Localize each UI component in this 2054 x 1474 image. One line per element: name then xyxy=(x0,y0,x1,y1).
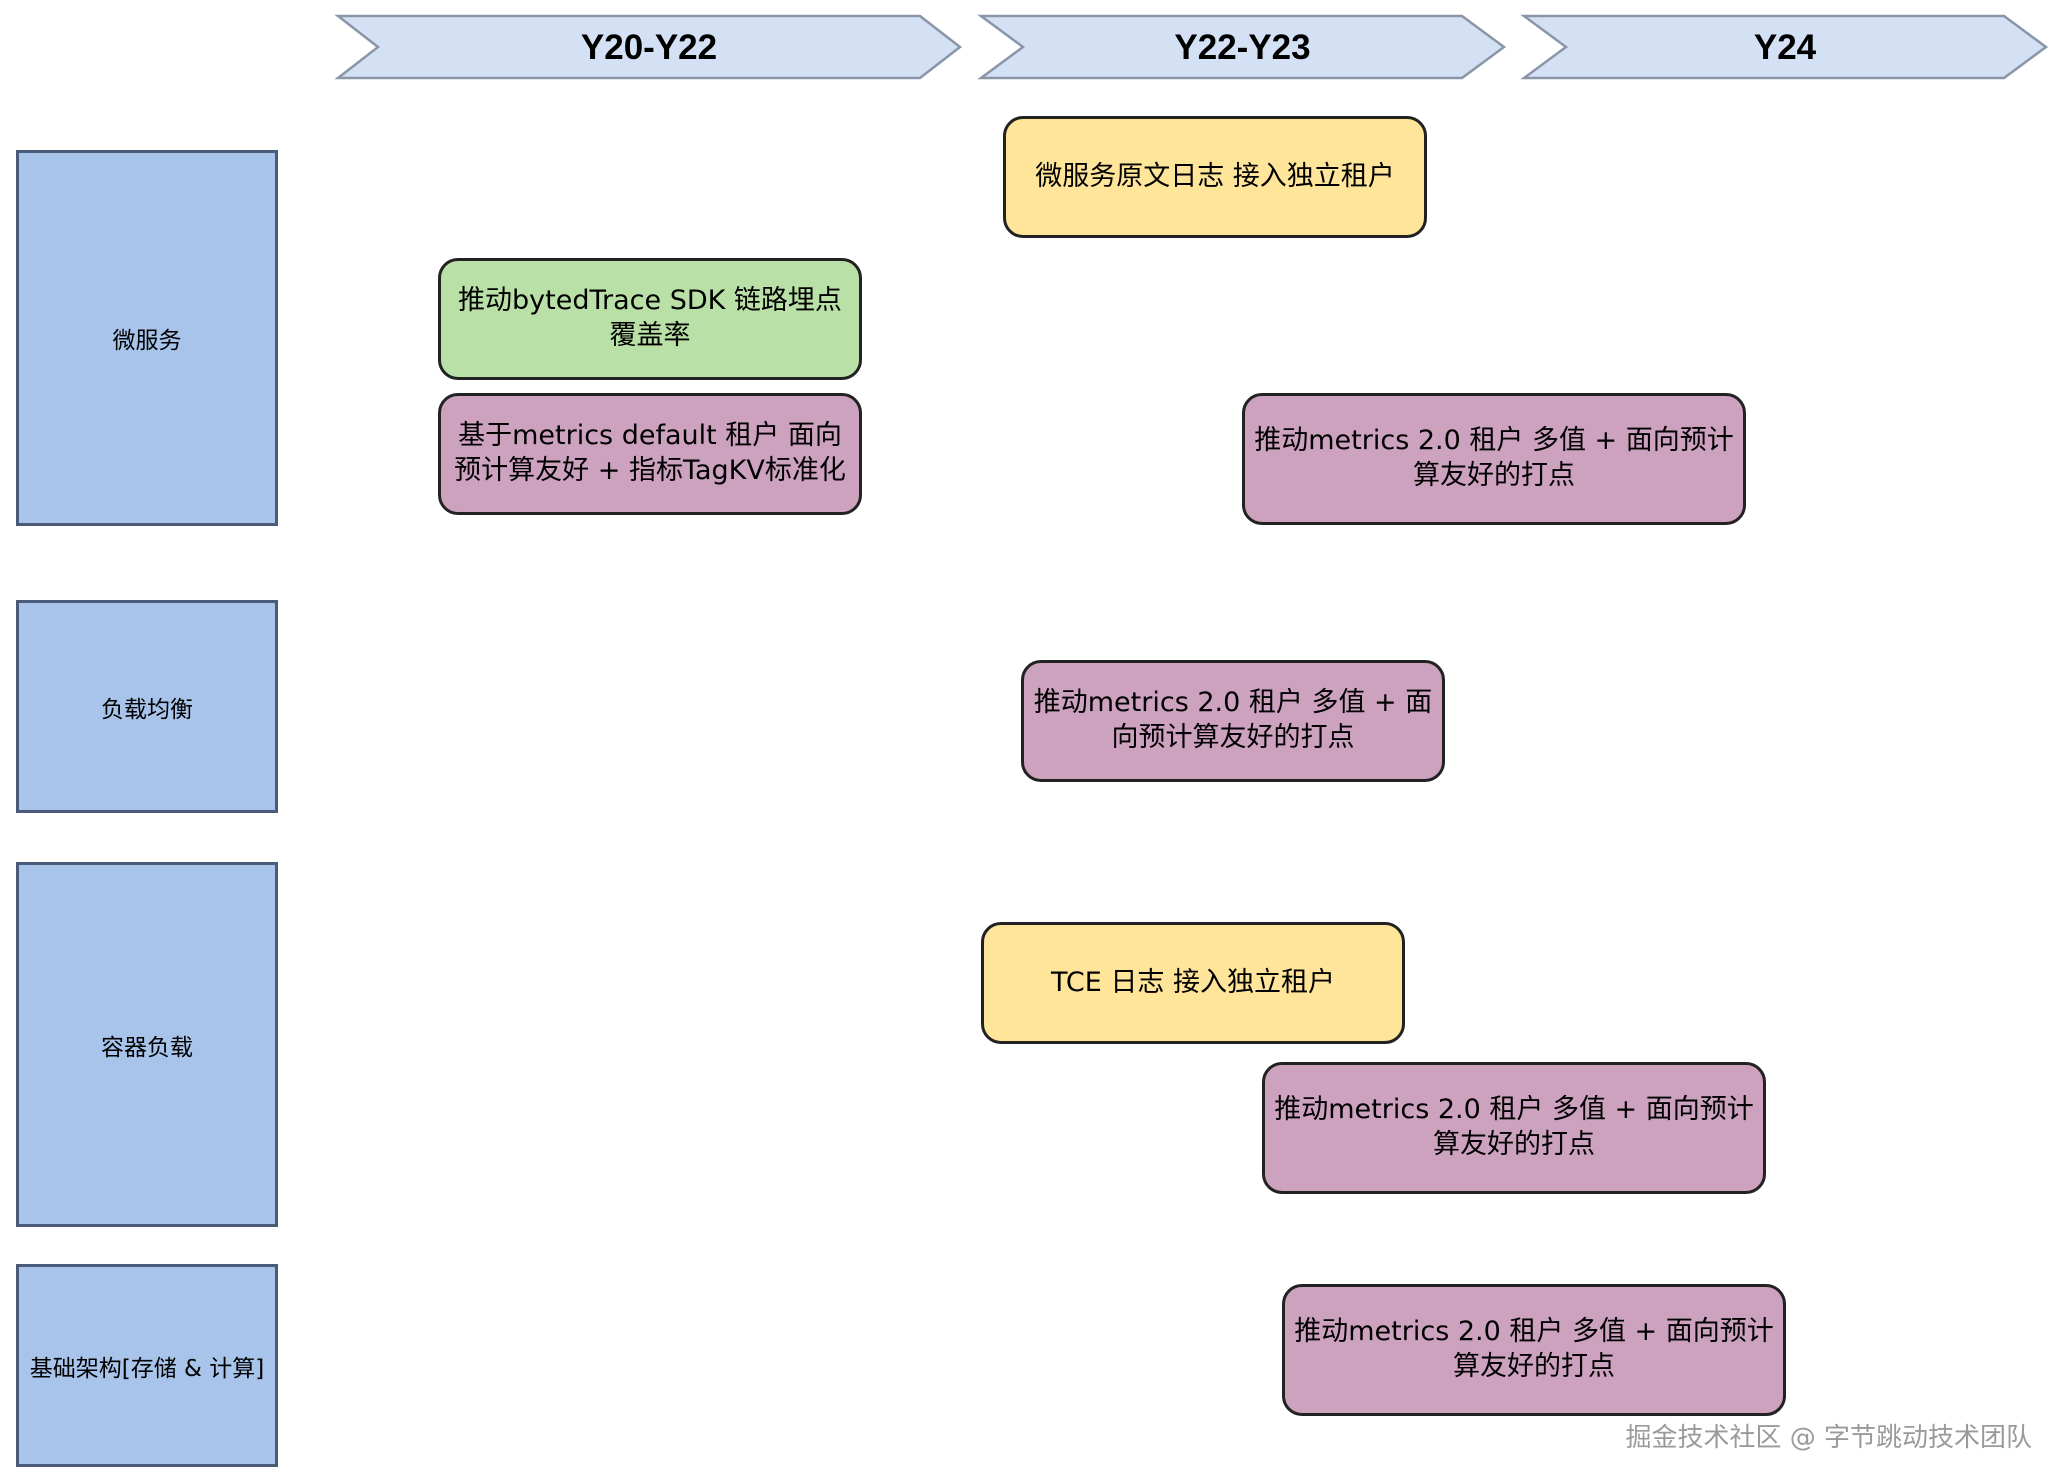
card-bytedtrace-sdk-text: 推动bytedTrace SDK 链路埋点覆盖率 xyxy=(458,285,842,351)
card-microservice-metrics2-text: 推动metrics 2.0 租户 多值 + 面向预计算友好的打点 xyxy=(1254,425,1734,491)
lane-load-balancer: 负载均衡 xyxy=(16,600,278,813)
phase-label-3: Y24 xyxy=(1753,28,1817,67)
phase-arrow-1 xyxy=(334,14,963,80)
card-microservice-log-text: 微服务原文日志 接入独立租户 xyxy=(1035,160,1395,192)
card-metrics-default-text: 基于metrics default 租户 面向预计算友好 + 指标TagKV标准… xyxy=(454,420,846,486)
lane-load-balancer-label: 负载均衡 xyxy=(101,696,193,723)
card-container-metrics2: 推动metrics 2.0 租户 多值 + 面向预计算友好的打点 xyxy=(1262,1062,1766,1194)
lane-container-load-label: 容器负载 xyxy=(101,1034,193,1061)
phase-label-1: Y20-Y22 xyxy=(580,28,718,67)
card-load-balancer-metrics2: 推动metrics 2.0 租户 多值 + 面向预计算友好的打点 xyxy=(1021,660,1445,782)
lane-infrastructure: 基础架构[存储 & 计算] xyxy=(16,1264,278,1467)
card-tce-log: TCE 日志 接入独立租户 xyxy=(981,922,1405,1044)
card-container-metrics2-text: 推动metrics 2.0 租户 多值 + 面向预计算友好的打点 xyxy=(1274,1094,1754,1160)
card-tce-log-text: TCE 日志 接入独立租户 xyxy=(1051,966,1335,998)
card-metrics-default: 基于metrics default 租户 面向预计算友好 + 指标TagKV标准… xyxy=(438,393,862,515)
card-infrastructure-metrics2: 推动metrics 2.0 租户 多值 + 面向预计算友好的打点 xyxy=(1282,1284,1786,1416)
card-microservice-metrics2: 推动metrics 2.0 租户 多值 + 面向预计算友好的打点 xyxy=(1242,393,1746,525)
card-load-balancer-metrics2-text: 推动metrics 2.0 租户 多值 + 面向预计算友好的打点 xyxy=(1033,687,1433,753)
phase-arrows xyxy=(334,14,2049,80)
card-bytedtrace-sdk: 推动bytedTrace SDK 链路埋点覆盖率 xyxy=(438,258,862,380)
card-infrastructure-metrics2-text: 推动metrics 2.0 租户 多值 + 面向预计算友好的打点 xyxy=(1294,1316,1774,1382)
phase-label-2: Y22-Y23 xyxy=(1174,28,1311,67)
watermark: 掘金技术社区 @ 字节跳动技术团队 xyxy=(1625,1423,2032,1453)
phase-arrow-2 xyxy=(977,14,1507,80)
lane-infrastructure-label: 基础架构[存储 & 计算] xyxy=(29,1355,265,1382)
lane-microservice: 微服务 xyxy=(16,150,278,526)
card-microservice-log: 微服务原文日志 接入独立租户 xyxy=(1003,116,1427,238)
phase-arrow-3 xyxy=(1520,14,2049,80)
lane-microservice-label: 微服务 xyxy=(112,328,182,354)
lane-container-load: 容器负载 xyxy=(16,862,278,1227)
